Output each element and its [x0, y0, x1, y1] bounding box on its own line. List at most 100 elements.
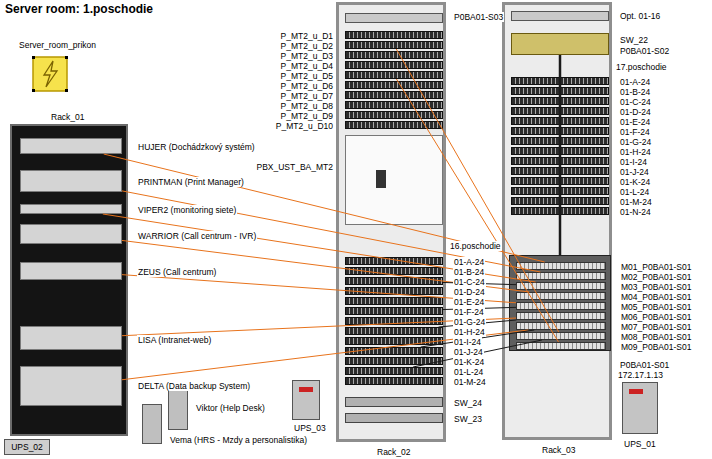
connector: [103, 214, 536, 282]
connector: [559, 55, 562, 255]
rack-device: P0BA01-S03: [345, 13, 443, 23]
node-label: 01-G-24: [619, 137, 652, 147]
patch-panel: P_MT2_u_D4: [345, 61, 443, 69]
node-label: P_MT2_u_D8: [280, 101, 334, 111]
node-label: 01-M-24: [453, 377, 487, 387]
switch-module: M01_P0BA01-S01: [516, 262, 606, 270]
rack-cabinet: Rack_01HUJER (Dochádzkový systém)PRINTMA…: [10, 124, 128, 436]
patch-panel: 01-D-24: [345, 287, 443, 295]
patch-panel: P_MT2_u_D1: [345, 31, 443, 39]
connector: [443, 282, 516, 284]
patch-panel: 01-F-24: [511, 127, 609, 135]
node-label: P0BA01-S01: [619, 360, 670, 370]
network-switch: SW_24: [345, 397, 443, 407]
patch-panel: P_MT2_u_D7: [345, 91, 443, 99]
node-label: PBX_UST_BA_MT2: [255, 162, 334, 172]
server-unit: WARRIOR (Call centrum - IVR): [20, 224, 122, 244]
patch-panel: 01-F-24: [345, 307, 443, 315]
switch-module: M03_P0BA01-S01: [516, 282, 606, 290]
node-label: DELTA (Data backup System): [137, 381, 251, 391]
node-label: 01-J-24: [619, 167, 650, 177]
patch-panel: 01-I-24: [511, 157, 609, 165]
server-unit: VIPER2 (monitoring siete): [20, 204, 122, 214]
node-label: Rack_01: [50, 112, 86, 122]
patch-panel: P_MT2_u_D9: [345, 111, 443, 119]
rack-cabinet: Rack_02P0BA01-S03P_MT2_u_D1P_MT2_u_D2P_M…: [336, 2, 446, 442]
connector: [122, 191, 540, 272]
patch-panel: P_MT2_u_D5: [345, 71, 443, 79]
node-label: 01-I-24: [619, 157, 648, 167]
connector: [122, 240, 529, 292]
node-label: M06_P0BA01-S01: [620, 312, 692, 322]
tower-pc: Vema (HRS - Mzdy a personalistika): [142, 404, 162, 444]
node-label: 01-A-24: [619, 77, 651, 87]
node-label: P_MT2_u_D4: [280, 61, 334, 71]
server-unit: ZEUS (Call centrum): [20, 262, 122, 280]
node-label: 01-D-24: [453, 287, 486, 297]
node-label: M07_P0BA01-S01: [620, 322, 692, 332]
node-label: P_MT2_u_D5: [280, 71, 334, 81]
node-label: M09_P0BA01-S01: [620, 342, 692, 352]
node-label: 01-C-24: [453, 277, 486, 287]
node-label: 172.17.1.13: [617, 370, 664, 380]
patch-panel: P_MT2_u_D8: [345, 101, 443, 109]
patch-panel: 01-H-24: [345, 327, 443, 335]
server-unit: PRINTMAN (Print Manager): [20, 170, 122, 192]
node-label: M02_P0BA01-S01: [620, 272, 692, 282]
patch-panel: P_MT2_u_D6: [345, 81, 443, 89]
node-label: Rack_02: [376, 447, 412, 457]
node-label: 01-G-24: [453, 317, 486, 327]
node-label: 01-N-24: [619, 207, 652, 217]
switch-module: M06_P0BA01-S01: [516, 312, 606, 320]
node-label: P_MT2_u_D1: [280, 31, 334, 41]
node-label: P_MT2_u_D3: [280, 51, 334, 61]
node-label: 01-H-24: [453, 327, 486, 337]
patch-panel: 01-K-24: [345, 357, 443, 365]
patch-panel: 01-M-24: [511, 197, 609, 205]
tower-pc: Viktor (Help Desk): [168, 390, 188, 430]
node-label: SW_24: [453, 398, 483, 408]
node-label: SW_22: [619, 35, 649, 45]
node-label: P_MT2_u_D6: [280, 81, 334, 91]
server-unit: HUJER (Dochádzkový systém): [20, 138, 122, 154]
node-label: UPS_01: [623, 439, 657, 449]
switch-chassis: P0BA01-S01M01_P0BA01-S01M02_P0BA01-S01M0…: [509, 255, 611, 351]
section-label: 16.poschodie: [449, 241, 502, 251]
patch-panel: 01-L-24: [511, 187, 609, 195]
node-label: M05_P0BA01-S01: [620, 302, 692, 312]
node-label: UPS_03: [293, 423, 327, 433]
node-label: M08_P0BA01-S01: [620, 332, 692, 342]
patch-panel: 01-D-24: [511, 107, 609, 115]
section-label: 17.poschodie: [615, 62, 668, 72]
network-switch: SW_22P0BA01-S02: [511, 33, 609, 55]
power-icon: Server_room_prikon: [32, 56, 68, 92]
node-label: P_MT2_u_D10: [275, 121, 334, 131]
node-label: 01-L-24: [453, 367, 484, 377]
node-label: HUJER (Dochádzkový systém): [137, 142, 256, 152]
patch-panel: 01-B-24: [511, 87, 609, 95]
node-label: ZEUS (Call centrum): [137, 267, 217, 277]
patch-panel: 01-E-24: [345, 297, 443, 305]
node-label: Opt. 01-16: [619, 11, 661, 21]
node-label: 01-J-24: [453, 347, 484, 357]
node-label: 01-L-24: [619, 187, 650, 197]
connector: [443, 307, 516, 309]
patch-panel: 01-M-24: [345, 377, 443, 385]
patch-panel: P_MT2_u_D10: [345, 121, 443, 129]
switch-module: M07_P0BA01-S01: [516, 322, 606, 330]
node-label: PRINTMAN (Print Manager): [137, 177, 245, 187]
node-label: P0BA01-S03: [453, 12, 504, 22]
patch-panel: 01-I-24: [345, 337, 443, 345]
patch-panel: P_MT2_u_D2: [345, 41, 443, 49]
connector: [396, 49, 558, 332]
connector: [396, 79, 558, 342]
connector: [439, 320, 517, 327]
connector: [421, 330, 535, 347]
pbx-unit: PBX_UST_BA_MT2: [345, 135, 443, 225]
patch-panel: 01-N-24: [511, 207, 609, 215]
node-label: M01_P0BA01-S01: [620, 262, 692, 272]
connector: [413, 340, 542, 367]
patch-panel: P_MT2_u_D3: [345, 51, 443, 59]
patch-panel: 01-A-24: [345, 257, 443, 265]
